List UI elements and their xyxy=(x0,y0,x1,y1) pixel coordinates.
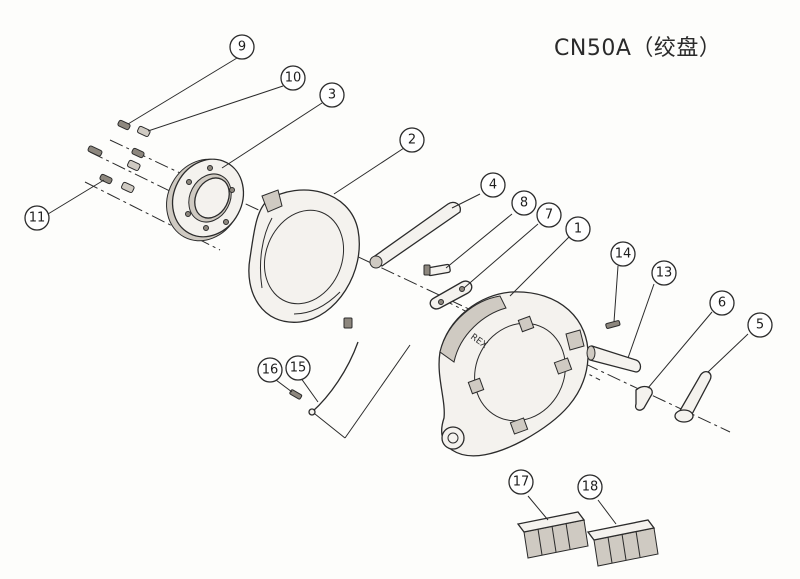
svg-text:4: 4 xyxy=(489,178,497,193)
cable-guide-line xyxy=(344,344,411,439)
set-screw xyxy=(605,320,621,329)
callout-16: 16 xyxy=(257,357,283,383)
diagram-title: CN50A（绞盘） xyxy=(554,36,722,61)
callout-17: 17 xyxy=(508,469,534,495)
svg-text:9: 9 xyxy=(238,40,246,55)
cover-plate xyxy=(166,158,245,242)
callout-3: 3 xyxy=(319,82,345,108)
callout-1: 1 xyxy=(565,216,591,242)
callout-2: 2 xyxy=(399,127,425,153)
lever xyxy=(674,371,712,423)
callout-13: 13 xyxy=(651,260,677,286)
svg-text:10: 10 xyxy=(285,71,302,86)
callout-14: 14 xyxy=(610,241,636,267)
svg-text:2: 2 xyxy=(408,133,416,148)
callout-15: 15 xyxy=(285,355,311,381)
cable-guide-line-2 xyxy=(309,409,346,439)
svg-text:17: 17 xyxy=(513,475,530,490)
svg-text:16: 16 xyxy=(262,363,279,378)
svg-text:6: 6 xyxy=(718,296,726,311)
svg-text:14: 14 xyxy=(615,247,632,262)
callout-4: 4 xyxy=(480,172,506,198)
callout-10: 10 xyxy=(280,65,306,91)
chaser-set-17 xyxy=(516,511,589,559)
svg-text:15: 15 xyxy=(290,361,307,376)
die-head-body: REX xyxy=(438,291,589,457)
cable xyxy=(311,341,359,413)
svg-text:11: 11 xyxy=(29,211,46,226)
svg-text:8: 8 xyxy=(520,196,528,211)
callout-7: 7 xyxy=(536,202,562,228)
callout-11: 11 xyxy=(24,205,50,231)
screws-group xyxy=(87,119,151,194)
svg-text:1: 1 xyxy=(574,222,582,237)
callout-9: 9 xyxy=(229,34,255,60)
svg-text:13: 13 xyxy=(656,266,673,281)
handle xyxy=(369,201,461,269)
callout-18: 18 xyxy=(577,474,603,500)
svg-text:3: 3 xyxy=(328,88,336,103)
svg-text:18: 18 xyxy=(582,480,599,495)
bolt xyxy=(423,263,451,277)
callout-6: 6 xyxy=(709,290,735,316)
chaser-set-18 xyxy=(586,519,659,567)
callout-8: 8 xyxy=(511,190,537,216)
cam-plate xyxy=(248,189,360,323)
cable-end xyxy=(343,317,353,329)
pin-shaft xyxy=(586,345,642,373)
svg-text:5: 5 xyxy=(756,318,764,333)
callout-5: 5 xyxy=(747,312,773,338)
svg-text:7: 7 xyxy=(545,208,553,223)
cam-washer xyxy=(634,385,653,411)
leader-lines xyxy=(47,57,749,525)
link-plate xyxy=(429,280,473,310)
